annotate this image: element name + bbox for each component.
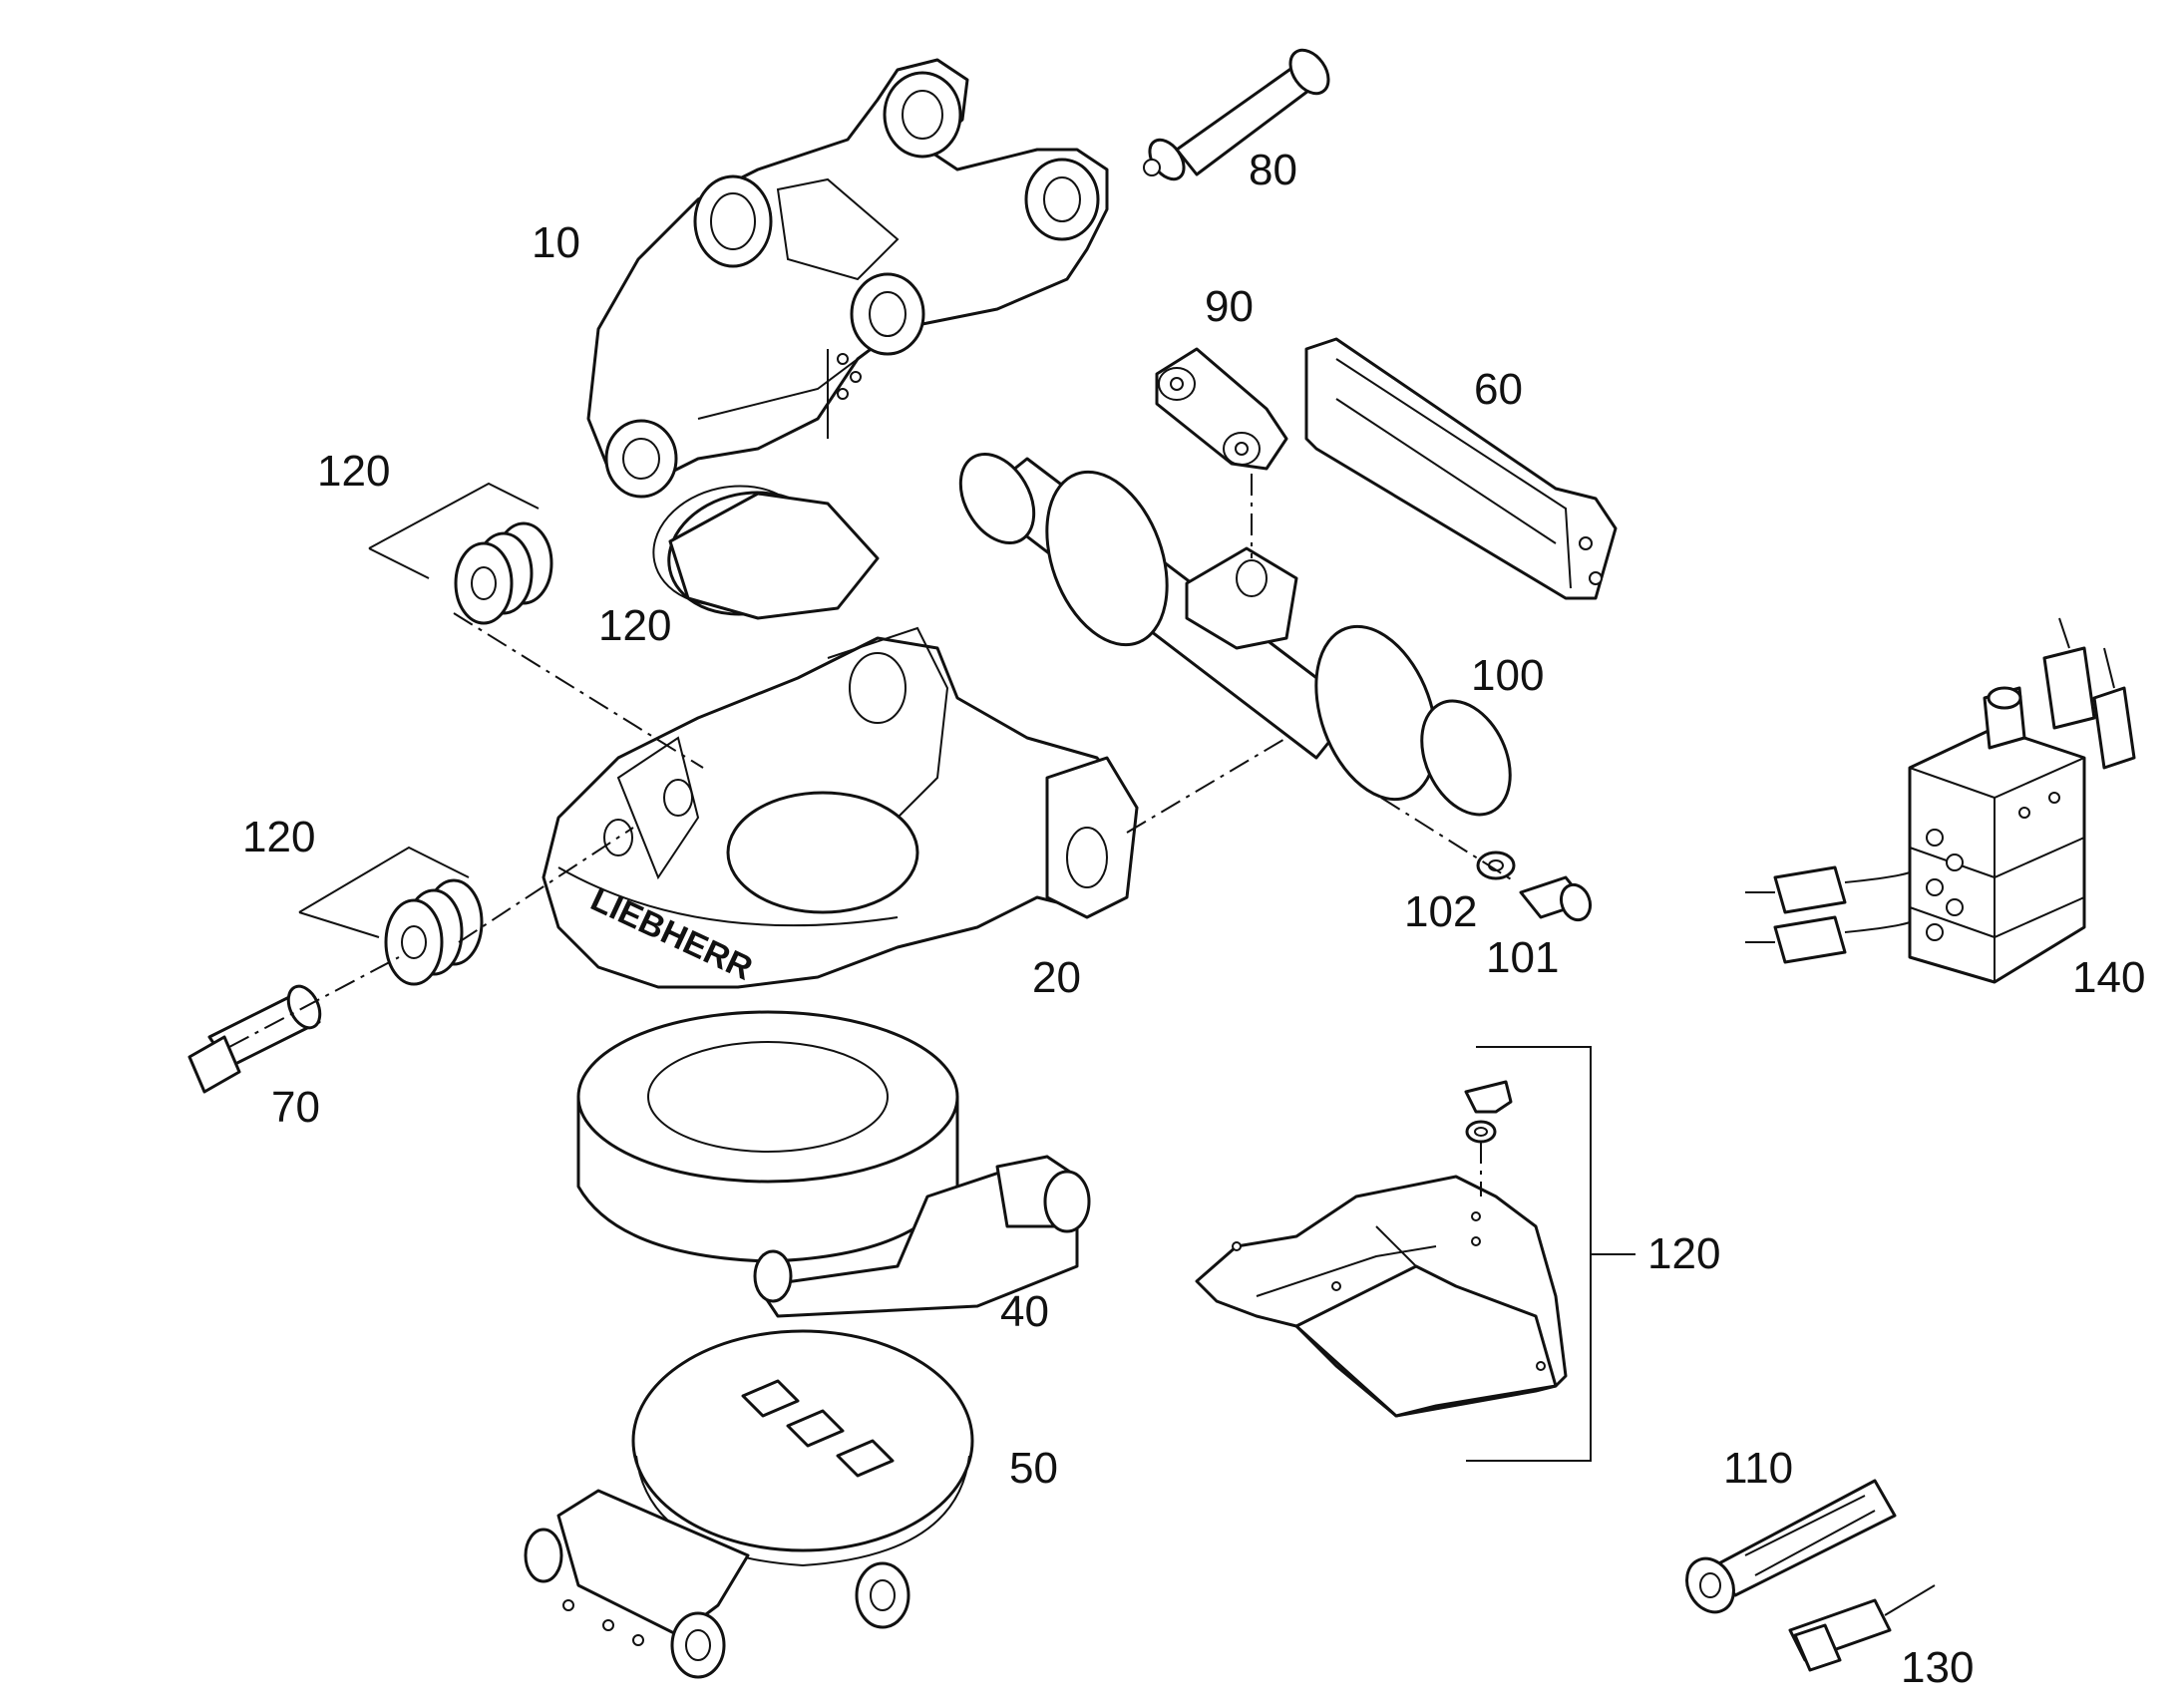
part-140-valve-block (1745, 617, 2136, 984)
part-10-coupler-bracket (586, 58, 1109, 499)
label-120-upper-shims: 120 (317, 447, 390, 496)
label-80: 80 (1249, 146, 1297, 194)
label-60: 60 (1474, 365, 1523, 414)
part-130-connector (1788, 1584, 1936, 1672)
label-130: 130 (1901, 1643, 1974, 1692)
part-60-guard (1304, 337, 1618, 600)
label-102: 102 (1404, 887, 1477, 936)
part-70-pin (187, 984, 322, 1094)
alignment-lines (228, 474, 1517, 1196)
label-120-plate: 120 (1647, 1229, 1720, 1278)
part-101-bolt (1519, 875, 1593, 922)
part-40-slewing-ring (576, 1010, 1091, 1318)
label-140: 140 (2072, 953, 2145, 1002)
label-90: 90 (1205, 282, 1254, 331)
part-number-labels: 10 80 90 60 120 120 100 120 102 101 20 1… (242, 146, 2145, 1692)
label-20: 20 (1032, 953, 1081, 1002)
part-20-rotator-housing: LIEBHERR (542, 626, 1139, 989)
label-110: 110 (1723, 1444, 1793, 1493)
part-80-pin (1143, 48, 1330, 181)
part-120-cover-plate (652, 485, 880, 620)
label-120-lower-shims: 120 (242, 813, 315, 861)
part-120-shims-upper (368, 482, 553, 625)
label-100: 100 (1471, 651, 1544, 700)
label-10: 10 (532, 218, 580, 267)
part-90-link-plate (1155, 347, 1288, 471)
label-40: 40 (1000, 1287, 1049, 1336)
label-50: 50 (1009, 1444, 1058, 1493)
label-101: 101 (1486, 933, 1559, 982)
part-120-protective-plate (1195, 1046, 1635, 1462)
part-102-washer (1476, 851, 1516, 880)
part-120-shims-lower (298, 846, 484, 986)
label-120-cover: 120 (598, 601, 671, 650)
label-70: 70 (271, 1083, 320, 1132)
part-50-base-plate (524, 1329, 974, 1679)
part-100-shaft (958, 452, 1512, 817)
part-110-hose (1685, 1479, 1897, 1614)
